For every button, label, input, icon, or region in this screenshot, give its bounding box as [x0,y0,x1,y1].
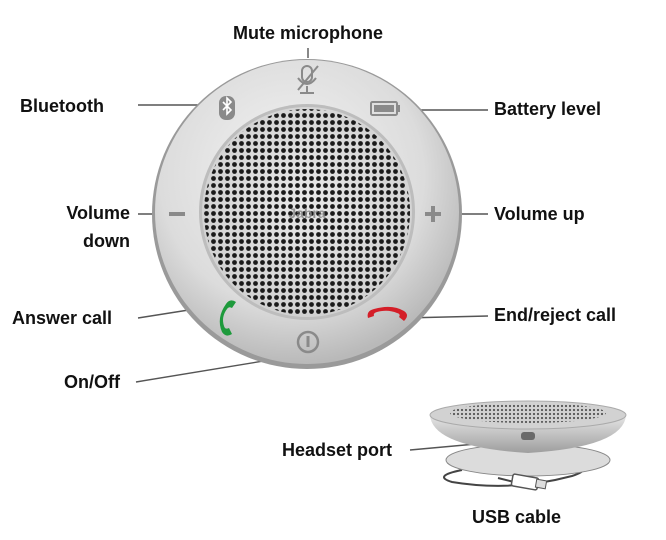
label-usb-cable: USB cable [472,507,562,527]
plus-icon[interactable] [425,206,441,222]
label-volume-down-line1: Volume [66,203,130,223]
bluetooth-icon[interactable] [219,96,235,120]
label-mute-microphone: Mute microphone [232,23,383,43]
label-volume-down-line2: down [83,231,130,251]
speakerphone-side-view [429,400,627,491]
minus-icon[interactable] [169,212,185,216]
speakerphone-top-view: Jabra [152,59,462,369]
label-headset-port: Headset port [282,440,393,460]
brand-logo: Jabra [288,205,326,221]
speaker-grille [204,109,410,315]
label-volume-up: Volume up [494,204,585,224]
label-answer-call: Answer call [12,308,113,328]
phone-end-icon[interactable] [367,306,407,321]
headset-port [521,432,535,440]
label-on-off: On/Off [64,372,120,392]
label-battery-level: Battery level [494,99,602,119]
phone-answer-icon[interactable] [219,300,236,336]
usb-plug [497,473,548,491]
label-end-reject-call: End/reject call [494,305,617,325]
mic-mute-icon[interactable] [297,65,319,94]
battery-icon [370,101,400,116]
label-bluetooth: Bluetooth [20,96,104,116]
power-icon[interactable] [296,330,320,354]
